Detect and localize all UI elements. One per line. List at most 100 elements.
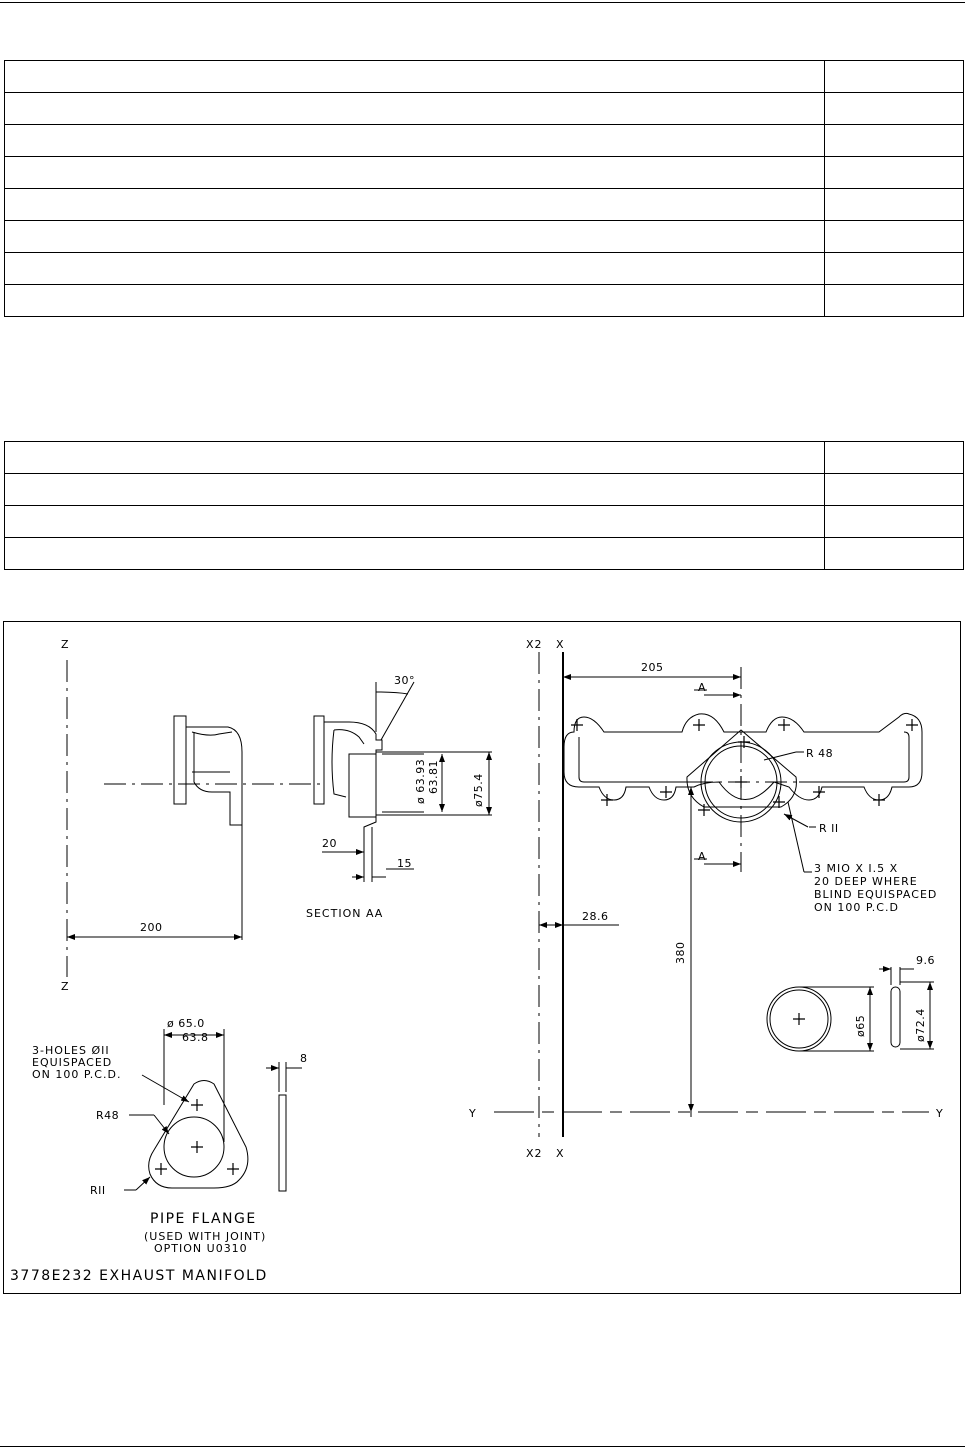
table-cell xyxy=(4,473,825,506)
z-axis-top-label: Z xyxy=(61,638,70,651)
table-cell xyxy=(824,505,964,538)
radius-11-manifold: R II xyxy=(819,822,839,835)
table-cell xyxy=(824,252,964,285)
top-rule xyxy=(0,2,965,3)
drawing-title: 3778E232 EXHAUST MANIFOLD xyxy=(10,1268,268,1284)
engineering-drawing: Z Z X2 X X2 X Y Y 200 20 15 30° ø 63.93 … xyxy=(3,621,961,1294)
section-aa-label: SECTION AA xyxy=(306,907,383,920)
stud-note-line-4: ON 100 P.C.D xyxy=(814,901,899,914)
drawing-svg: Z Z X2 X X2 X Y Y 200 20 15 30° ø 63.93 … xyxy=(10,638,944,1284)
holes-note-line-1: 3-HOLES ØII xyxy=(32,1044,110,1057)
table-row xyxy=(4,441,964,474)
table-row xyxy=(4,92,964,125)
table-row xyxy=(4,473,964,506)
table-cell xyxy=(4,284,825,317)
table-cell xyxy=(4,505,825,538)
table-cell xyxy=(4,441,825,474)
pipe-flange-note-1: (USED WITH JOINT) xyxy=(144,1230,266,1243)
table-row xyxy=(4,284,964,317)
table-cell xyxy=(824,124,964,157)
bolt-cross-icon xyxy=(738,736,750,748)
side-view xyxy=(67,715,324,940)
table-row xyxy=(4,537,964,570)
radius-48-flange: R48 xyxy=(96,1109,119,1122)
section-marker-top: A xyxy=(698,681,707,694)
dimension-20: 20 xyxy=(322,837,337,850)
table-cell xyxy=(4,188,825,221)
bolt-hole-markers xyxy=(155,719,918,1175)
bolt-cross-icon xyxy=(571,719,583,731)
dimension-28-6: 28.6 xyxy=(582,910,609,923)
pipe-flange-view xyxy=(124,1029,302,1192)
y-axis-right-label: Y xyxy=(935,1107,944,1120)
x-axis-top-label: X xyxy=(556,638,565,651)
dimension-9-6: 9.6 xyxy=(916,954,935,967)
diameter-75-4: ø75.4 xyxy=(472,773,485,807)
flange-diameter-min: 63.8 xyxy=(182,1031,209,1044)
bolt-cross-icon xyxy=(698,804,710,816)
manifold-plan-view xyxy=(539,667,923,1117)
dimension-200: 200 xyxy=(140,921,163,934)
table-row xyxy=(4,124,964,157)
radius-48-manifold: R 48 xyxy=(806,747,833,760)
bolt-cross-icon xyxy=(191,1141,203,1153)
x-axis-bottom-label: X xyxy=(556,1147,565,1160)
table-cell xyxy=(824,92,964,125)
table-cell xyxy=(4,156,825,189)
table-cell xyxy=(824,441,964,474)
gasket-detail xyxy=(766,966,934,1052)
holes-note-line-3: ON 100 P.C.D. xyxy=(32,1068,121,1081)
table-cell xyxy=(824,156,964,189)
spec-table-2 xyxy=(4,441,964,570)
bolt-cross-icon xyxy=(873,794,885,806)
spec-table-1 xyxy=(4,60,964,317)
table-cell xyxy=(4,252,825,285)
dimension-205: 205 xyxy=(641,661,664,674)
stud-note-line-1: 3 MIO X I.5 X xyxy=(814,862,898,875)
holes-note-line-2: EQUISPACED xyxy=(32,1056,112,1069)
diameter-65: ø65 xyxy=(854,1015,867,1037)
table-row xyxy=(4,505,964,538)
table-cell xyxy=(824,284,964,317)
table-cell xyxy=(4,220,825,253)
x2-axis-top-label: X2 xyxy=(526,638,543,651)
dimension-380: 380 xyxy=(674,942,687,965)
bolt-cross-icon xyxy=(793,1013,805,1025)
z-axis-bottom-label: Z xyxy=(61,980,70,993)
bore-diameter-max: ø 63.93 xyxy=(414,759,427,804)
bore-diameter-min: 63.81 xyxy=(427,760,440,794)
bolt-cross-icon xyxy=(191,1099,203,1111)
table-cell xyxy=(4,92,825,125)
table-cell xyxy=(824,188,964,221)
table-row xyxy=(4,156,964,189)
angle-30-label: 30° xyxy=(394,674,415,687)
table-cell xyxy=(4,124,825,157)
bolt-cross-icon xyxy=(227,1163,239,1175)
stud-note-line-2: 20 DEEP WHERE xyxy=(814,875,918,888)
bolt-cross-icon xyxy=(660,786,672,798)
section-aa-view xyxy=(313,681,492,882)
pipe-flange-note-2: OPTION U0310 xyxy=(154,1242,248,1255)
section-marker-bottom: A xyxy=(698,850,707,863)
pipe-flange-title: PIPE FLANGE xyxy=(150,1211,257,1227)
table-row xyxy=(4,220,964,253)
bolt-cross-icon xyxy=(735,776,747,788)
bolt-cross-icon xyxy=(773,796,785,808)
x2-axis-bottom-label: X2 xyxy=(526,1147,543,1160)
bolt-cross-icon xyxy=(906,719,918,731)
table-cell xyxy=(4,60,825,93)
diameter-72-4: ø72.4 xyxy=(914,1008,927,1042)
table-cell xyxy=(824,60,964,93)
bolt-cross-icon xyxy=(601,794,613,806)
dimension-8: 8 xyxy=(300,1052,308,1065)
stud-note-line-3: BLIND EQUISPACED xyxy=(814,888,937,901)
table-row xyxy=(4,252,964,285)
bolt-cross-icon xyxy=(813,786,825,798)
bolt-cross-icon xyxy=(778,719,790,731)
bottom-rule xyxy=(0,1446,965,1447)
table-row xyxy=(4,188,964,221)
table-cell xyxy=(824,537,964,570)
table-row xyxy=(4,60,964,93)
table-cell xyxy=(4,537,825,570)
table-cell xyxy=(824,220,964,253)
